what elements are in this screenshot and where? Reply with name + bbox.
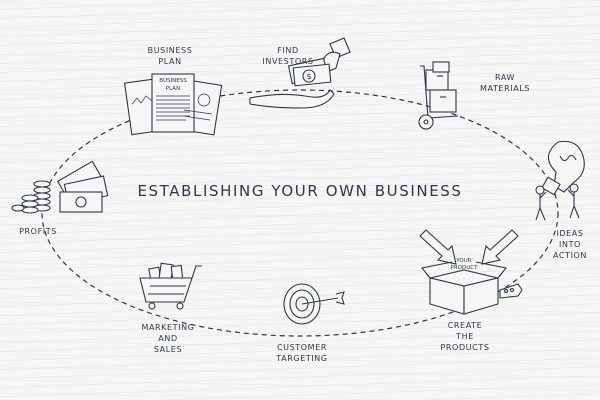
- step-label-find-investors: FIND INVESTORS: [262, 46, 314, 66]
- step-label-customer-targeting: CUSTOMER TARGETING: [276, 343, 328, 363]
- target-dart-icon: [283, 283, 345, 325]
- business-plan-document-icon: BUSINESS PLAN: [123, 73, 223, 136]
- hands-giving-money-icon: $: [249, 37, 351, 109]
- hand-truck-boxes-icon: [418, 61, 459, 130]
- product-box-icon: YOUR PRODUCT: [419, 229, 523, 315]
- step-label-marketing-sales: MARKETING AND SALES: [141, 323, 195, 354]
- box-label-line1: YOUR: [455, 258, 471, 264]
- plan-doc-subtitle: PLAN: [166, 86, 180, 92]
- step-label-profits: PROFITS: [19, 227, 57, 236]
- people-carrying-lightbulb-icon: [535, 140, 585, 221]
- plan-doc-title: BUSINESS: [159, 78, 187, 84]
- cycle-path: [41, 89, 559, 337]
- money-stacks-icon: [11, 160, 109, 214]
- step-label-raw-materials: RAW MATERIALS: [479, 73, 531, 93]
- diagram-title: ESTABLISHING YOUR OWN BUSINESS: [137, 182, 463, 200]
- shopping-cart-icon: [139, 262, 202, 310]
- svg-text:$: $: [306, 72, 311, 81]
- step-label-business-plan: BUSINESS PLAN: [147, 46, 193, 66]
- step-label-ideas-into-action: IDEAS INTO ACTION: [552, 229, 588, 260]
- step-label-create-products: CREATE THE PRODUCTS: [440, 321, 490, 352]
- box-label-line2: PRODUCT: [451, 265, 479, 271]
